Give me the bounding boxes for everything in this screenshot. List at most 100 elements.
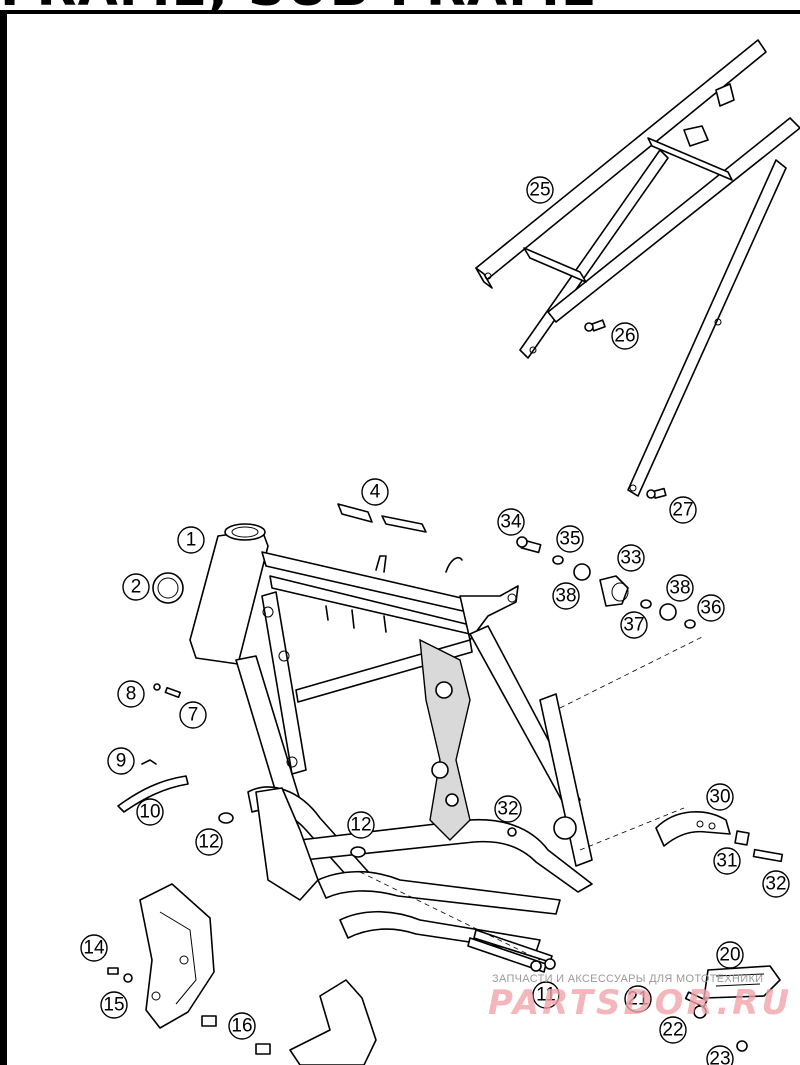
callout-35: 34 <box>497 508 525 536</box>
bolt-35[interactable] <box>516 536 542 554</box>
bushing-37[interactable] <box>640 599 652 609</box>
clip-9[interactable] <box>141 759 157 765</box>
bolt-32[interactable] <box>752 848 784 863</box>
callout-30: 30 <box>706 783 734 811</box>
callout-15: 15 <box>100 991 128 1019</box>
screw-14[interactable] <box>107 967 119 975</box>
svg-text:22: 22 <box>662 1020 683 1041</box>
svg-text:37: 37 <box>623 615 644 636</box>
callout-26: 26 <box>611 322 639 350</box>
svg-text:7: 7 <box>188 705 199 726</box>
bolt-11[interactable] <box>467 929 556 973</box>
callout-16: 16 <box>228 1012 256 1040</box>
spacer-38-upper[interactable] <box>573 563 591 581</box>
bearing-34[interactable] <box>599 575 629 607</box>
callout-31: 31 <box>713 847 741 875</box>
washer-36-lower[interactable] <box>684 619 696 629</box>
assembly-line-shock <box>559 635 705 709</box>
sub-frame[interactable] <box>475 39 800 497</box>
svg-text:11: 11 <box>536 985 556 1006</box>
callout-7: 7 <box>179 701 207 729</box>
spacer-38-lower[interactable] <box>659 603 677 621</box>
watermark-caption: ЗАПЧАСТИ И АКСЕССУАРЫ ДЛЯ МОТОТЕХНИКИ <box>492 973 764 985</box>
callout-38-lower: 38 <box>666 574 694 602</box>
cable-tie-10[interactable] <box>117 775 189 813</box>
washer-15[interactable] <box>123 973 133 983</box>
screw-7[interactable] <box>164 686 182 699</box>
bracket-30[interactable] <box>655 811 731 847</box>
svg-text:38: 38 <box>555 586 576 607</box>
callout-8: 8 <box>117 680 145 708</box>
callout-25: 25 <box>526 176 554 204</box>
bushing-16[interactable] <box>201 1015 271 1055</box>
callout-9: 9 <box>107 747 135 775</box>
watermark-logo: PARTSDOR.RU <box>488 983 793 1023</box>
svg-text:9: 9 <box>116 751 127 772</box>
callout-11: 11 <box>532 981 560 1009</box>
svg-text:1: 1 <box>186 530 197 551</box>
callout-33: 32 <box>494 795 522 823</box>
assembly-line-11 <box>359 871 541 961</box>
footrest-20[interactable] <box>703 965 781 999</box>
svg-text:12: 12 <box>198 832 219 853</box>
frame-cap[interactable] <box>152 572 184 604</box>
callout-20: 20 <box>716 941 744 969</box>
callout-21: 21 <box>624 985 652 1013</box>
svg-text:23: 23 <box>709 1049 730 1065</box>
svg-text:38: 38 <box>669 578 690 599</box>
frame-decals[interactable] <box>337 503 427 533</box>
svg-text:14: 14 <box>83 938 105 959</box>
spring-22[interactable] <box>693 1005 707 1019</box>
svg-text:32: 32 <box>497 799 518 820</box>
svg-text:26: 26 <box>614 326 635 347</box>
callout-1: 1 <box>177 526 205 554</box>
callout-38-upper: 38 <box>552 582 580 610</box>
callout-34: 33 <box>617 544 645 572</box>
svg-text:12: 12 <box>350 815 371 836</box>
callout-23: 23 <box>706 1045 734 1065</box>
svg-text:21: 21 <box>627 989 648 1010</box>
svg-text:34: 34 <box>500 512 522 533</box>
callout-27: 27 <box>669 496 697 524</box>
svg-text:8: 8 <box>126 684 137 705</box>
main-frame[interactable] <box>189 523 593 953</box>
diagram-border <box>0 10 800 1065</box>
washer-23[interactable] <box>736 1040 748 1052</box>
callout-36-upper: 35 <box>556 525 584 553</box>
svg-text:33: 33 <box>620 548 641 569</box>
svg-text:27: 27 <box>672 500 693 521</box>
svg-text:32: 32 <box>765 874 786 895</box>
callout-22: 22 <box>659 1016 687 1044</box>
bolt-27[interactable] <box>646 487 667 499</box>
callout-12-left: 12 <box>195 828 223 856</box>
assembly-line-30 <box>579 807 685 851</box>
svg-text:36: 36 <box>700 598 721 619</box>
washer-8[interactable] <box>153 683 161 691</box>
svg-text:2: 2 <box>131 577 142 598</box>
callout-37: 37 <box>620 611 648 639</box>
callout-32: 32 <box>762 870 790 898</box>
callout-12-right: 12 <box>347 811 375 839</box>
nut-12-left[interactable] <box>218 812 234 824</box>
frame-protector[interactable] <box>139 883 215 1029</box>
pin-21[interactable] <box>684 991 708 1008</box>
svg-text:16: 16 <box>231 1016 252 1037</box>
svg-text:15: 15 <box>103 995 124 1016</box>
svg-text:30: 30 <box>709 787 730 808</box>
svg-text:20: 20 <box>719 945 740 966</box>
frame-protector-right[interactable] <box>289 979 377 1065</box>
svg-text:10: 10 <box>139 802 160 823</box>
callout-14: 14 <box>80 934 108 962</box>
bolt-26[interactable] <box>584 319 606 332</box>
nut-33[interactable] <box>507 827 517 837</box>
svg-text:4: 4 <box>370 482 381 503</box>
callout-4: 4 <box>361 478 389 506</box>
callout-36-lower: 36 <box>697 594 725 622</box>
spacer-31[interactable] <box>734 830 750 846</box>
nut-12-right[interactable] <box>350 846 366 858</box>
washer-36-upper[interactable] <box>552 555 564 565</box>
svg-text:31: 31 <box>716 851 737 872</box>
callout-10: 10 <box>136 798 164 826</box>
